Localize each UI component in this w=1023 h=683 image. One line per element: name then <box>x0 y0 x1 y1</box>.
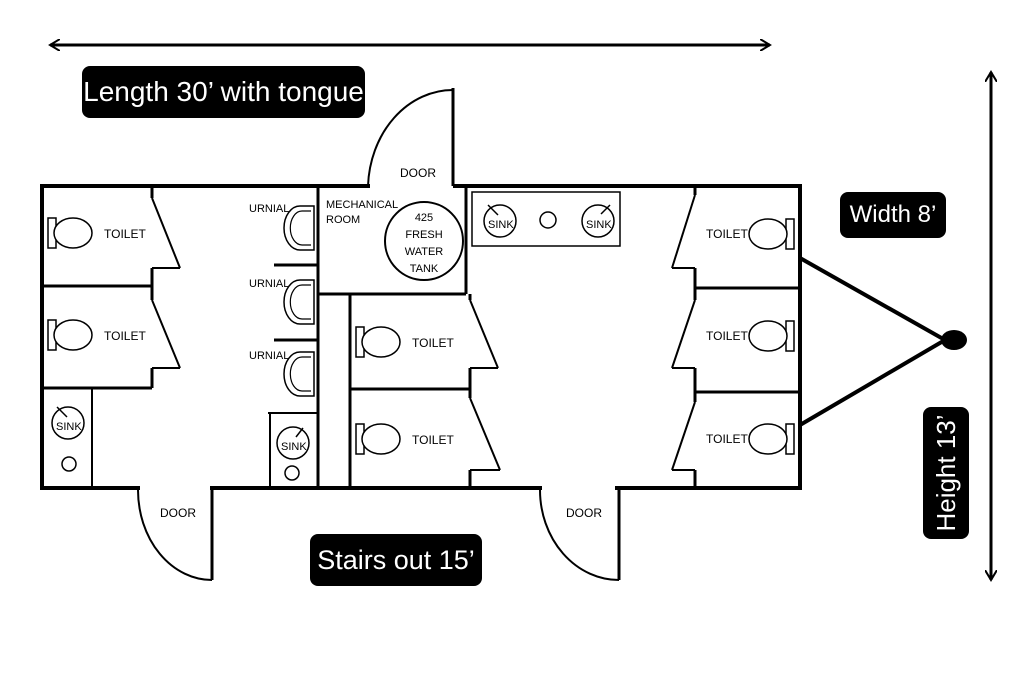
tank-line2: FRESH <box>405 229 442 241</box>
toilet-left-2-label: TOILET <box>104 329 146 343</box>
bottom-door-right-label: DOOR <box>566 506 602 520</box>
urinal-1-label: URNIAL <box>249 203 289 215</box>
urinal-2: URNIAL <box>249 278 315 325</box>
width-label: Width 8’ <box>840 192 946 238</box>
sink-left: SINK <box>51 406 85 472</box>
tank-line4: TANK <box>410 263 439 275</box>
toilet-middle-1-label: TOILET <box>412 336 454 350</box>
right-stall-walls <box>671 186 800 488</box>
urinal-3: URNIAL <box>249 350 315 397</box>
toilet-left-1-label: TOILET <box>104 227 146 241</box>
sink-urinal-area-label: SINK <box>281 441 307 453</box>
toilet-right-2-label: TOILET <box>706 329 748 343</box>
bottom-door-right[interactable]: DOOR <box>539 488 621 581</box>
bottom-door-left[interactable]: DOOR <box>137 488 214 581</box>
urinal-2-label: URNIAL <box>249 278 289 290</box>
mechanical-room: MECHANICAL ROOM <box>318 186 468 488</box>
urinal-1: URNIAL <box>249 203 315 251</box>
top-door-label: DOOR <box>400 166 436 180</box>
length-label: Length 30’ with tongue <box>82 66 365 118</box>
sink-counter-2-label: SINK <box>586 219 612 231</box>
height-label: Height 13’ <box>923 407 969 539</box>
urinal-area-walls <box>268 186 320 488</box>
sink-urinal-area: SINK <box>276 426 310 481</box>
urinal-3-label: URNIAL <box>249 350 289 362</box>
tank-line1: 425 <box>415 212 433 224</box>
outer-walls <box>40 184 802 490</box>
toilet-right-1: TOILET <box>706 218 795 250</box>
sink-left-label: SINK <box>56 421 82 433</box>
toilet-right-2: TOILET <box>706 320 795 352</box>
mechanical-room-line2: ROOM <box>326 214 360 226</box>
toilet-left-2: TOILET <box>47 319 146 351</box>
toilet-right-1-label: TOILET <box>706 227 748 241</box>
sink-counter: SINK SINK <box>471 191 621 247</box>
bottom-door-left-label: DOOR <box>160 506 196 520</box>
fresh-water-tank: 425 FRESH WATER TANK <box>384 201 464 281</box>
mechanical-room-line1: MECHANICAL <box>326 199 398 211</box>
toilet-right-3: TOILET <box>706 423 795 455</box>
toilet-right-3-label: TOILET <box>706 432 748 446</box>
toilet-middle-1: TOILET <box>355 326 454 358</box>
toilet-middle-2: TOILET <box>355 423 454 455</box>
trailer-tongue <box>798 256 967 427</box>
tank-line3: WATER <box>405 246 444 258</box>
sink-counter-1-label: SINK <box>488 219 514 231</box>
toilet-middle-2-label: TOILET <box>412 433 454 447</box>
top-door[interactable]: DOOR <box>367 88 455 187</box>
left-stall-walls <box>42 186 181 488</box>
stairs-label: Stairs out 15’ <box>310 534 482 586</box>
middle-stall-walls <box>350 294 501 488</box>
toilet-left-1: TOILET <box>47 217 146 249</box>
